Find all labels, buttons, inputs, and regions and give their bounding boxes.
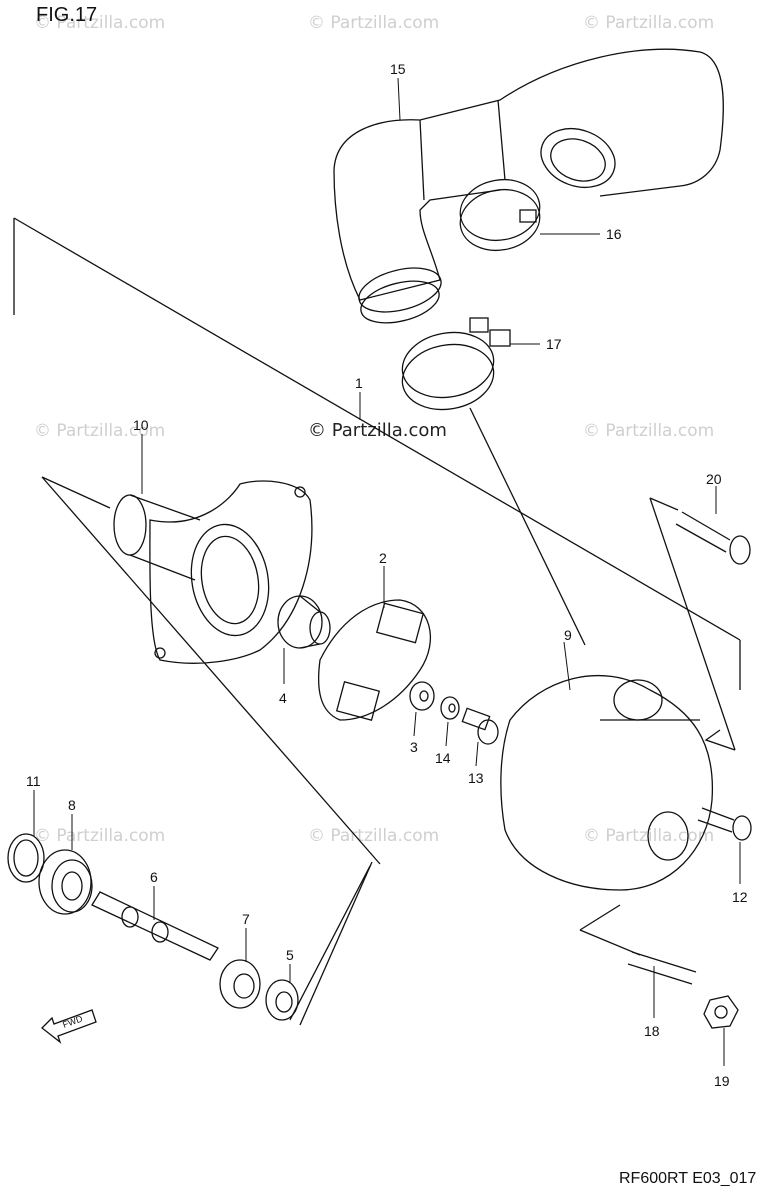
- part-label-16: 16: [606, 226, 622, 242]
- bolt-part-12: [697, 807, 752, 841]
- bearing-part-7: [219, 959, 261, 1009]
- part-label-8: 8: [68, 797, 76, 813]
- impeller-part-2: [317, 599, 432, 721]
- part-label-7: 7: [242, 911, 250, 927]
- figure-title: FIG.17: [36, 4, 98, 26]
- watermark-low-center: © Partzilla.com: [308, 826, 440, 846]
- assembly-boundary-lines: [13, 217, 741, 1026]
- part-labels: 15 16 17 1 10 20 2 9 4 3 14 13 11 8 6 12…: [26, 61, 748, 1089]
- part-label-19: 19: [714, 1073, 730, 1089]
- watermark-mid-left: © Partzilla.com: [34, 421, 166, 441]
- part-label-6: 6: [150, 869, 158, 885]
- seal-part-4: [277, 595, 331, 649]
- center-watermark: © Partzilla.com: [308, 420, 447, 441]
- part-label-12: 12: [732, 889, 748, 905]
- part-label-3: 3: [410, 739, 418, 755]
- stud-part-18: [627, 951, 697, 985]
- part-label-1: 1: [355, 375, 363, 391]
- nut-part-19: [703, 995, 739, 1029]
- clamp-part-17: [401, 317, 511, 411]
- part-label-10: 10: [133, 417, 149, 433]
- leader-lines: [33, 77, 741, 1066]
- washer-part-3: [409, 681, 435, 711]
- watermark-top-center: © Partzilla.com: [308, 13, 440, 33]
- seal-part-5: [265, 979, 299, 1021]
- part-label-5: 5: [286, 947, 294, 963]
- part-label-11: 11: [26, 773, 41, 789]
- watermark-low-left: © Partzilla.com: [34, 826, 166, 846]
- bolt-part-13: [461, 707, 499, 745]
- part-label-14: 14: [435, 750, 451, 766]
- bearing-part-8: [38, 849, 93, 915]
- clamp-part-16: [459, 179, 541, 251]
- watermark-top-right: © Partzilla.com: [583, 13, 715, 33]
- part-label-13: 13: [468, 770, 484, 786]
- watermark-top-left: © Partzilla.com: [34, 13, 166, 33]
- washer-part-14: [440, 696, 460, 720]
- part-label-15: 15: [390, 61, 406, 77]
- diagram-code: RF600RT E03_017: [619, 1170, 757, 1187]
- part-label-18: 18: [644, 1023, 660, 1039]
- bolt-part-20: [675, 511, 751, 565]
- part-label-17: 17: [546, 336, 562, 352]
- front-arrow-icon: [41, 1009, 97, 1044]
- part-label-4: 4: [279, 690, 287, 706]
- shaft-part-6: [91, 891, 219, 961]
- part-label-20: 20: [706, 471, 722, 487]
- watermark-mid-right: © Partzilla.com: [583, 421, 715, 441]
- circlip-part-11: [7, 833, 45, 883]
- part-label-2: 2: [379, 550, 387, 566]
- part-label-9: 9: [564, 627, 572, 643]
- pump-case-part-9: [500, 674, 714, 891]
- pump-cover-part-10: [113, 480, 313, 664]
- hose-part-15: [333, 48, 724, 324]
